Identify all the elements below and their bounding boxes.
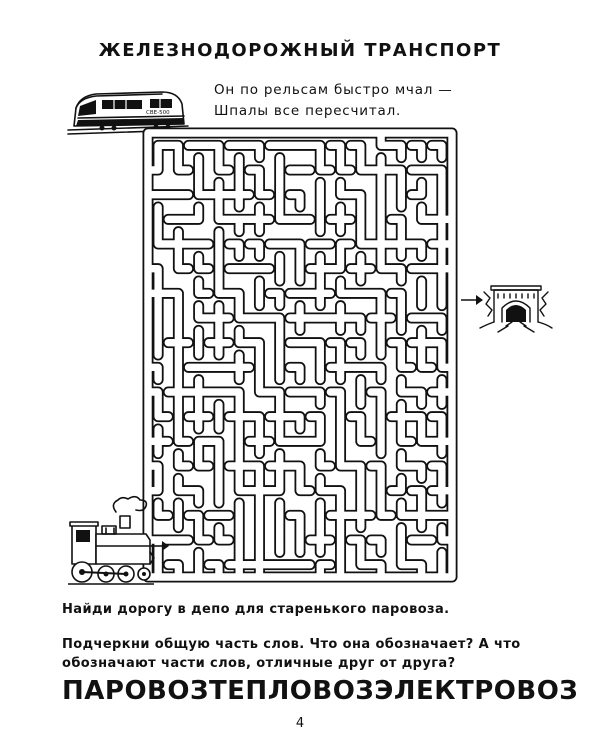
word-list: ПАРОВОЗ ТЕПЛОВОЗ ЭЛЕКТРОВОЗ [62,676,578,706]
poem-line-1: Он по рельсам быстро мчал — [214,82,453,98]
word-teplovoz: ТЕПЛОВОЗ [208,676,375,706]
poem-line-2: Шпалы все пересчитал. [214,103,402,119]
maze-entry-arrow [149,541,169,551]
task-underline-word-parts: Подчеркни общую часть слов. Что она обоз… [62,637,521,671]
maze-track-fill [144,129,456,581]
tunnel-depot-illustration [479,285,553,333]
poem: Он по рельсам быстро мчал — Шпалы все пе… [214,80,453,122]
train-sign: СВЕ-500 [146,110,170,116]
word-elektrovoz: ЭЛЕКТРОВОЗ [374,676,579,706]
word-parovoz: ПАРОВОЗ [62,676,209,706]
maze [142,127,458,583]
modern-train-illustration: СВЕ-500 [67,91,189,135]
page-number: 4 [295,716,305,731]
maze-exit-arrow [461,295,483,305]
task-find-path: Найди дорогу в депо для старенького паро… [62,602,450,617]
page-title: ЖЕЛЕЗНОДОРОЖНЫЙ ТРАНСПОРТ [98,40,502,61]
steam-locomotive-illustration [68,495,155,585]
